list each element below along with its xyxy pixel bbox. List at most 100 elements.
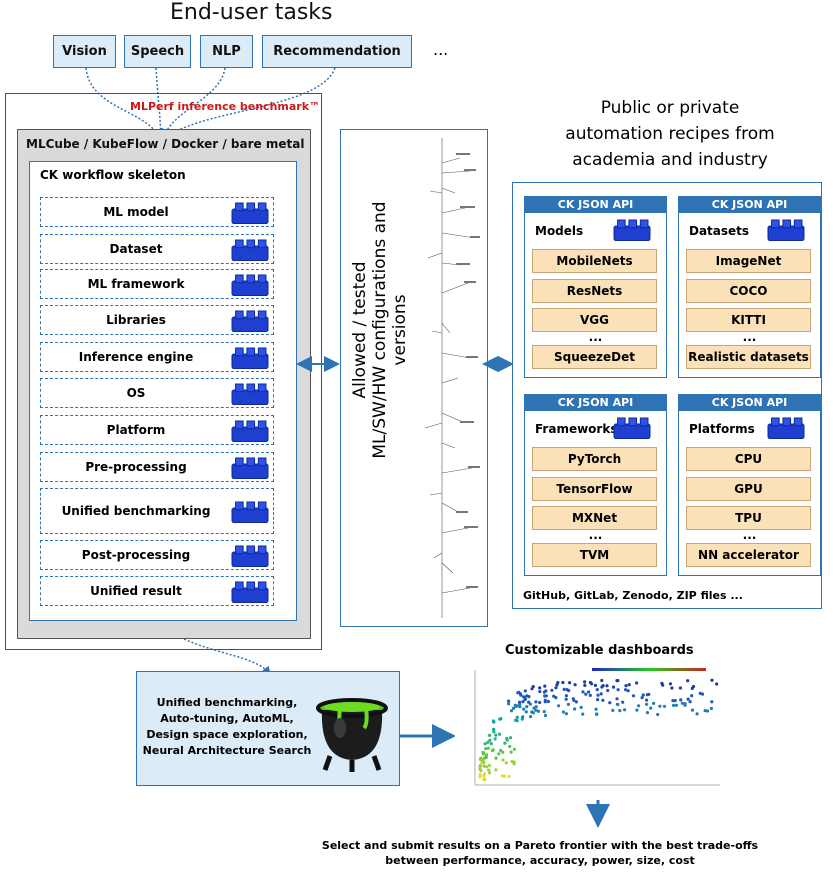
scatter-point <box>703 709 707 713</box>
optimization-line3: Design space exploration, <box>146 728 308 741</box>
workflow-step-label: Libraries <box>106 313 166 327</box>
scatter-point <box>546 699 550 704</box>
scatter-point <box>523 689 527 693</box>
api-item: MobileNets <box>532 249 657 273</box>
scatter-point <box>656 712 660 717</box>
scatter-point <box>538 690 542 694</box>
scatter-point <box>479 763 483 767</box>
mlperf-label: MLPerf inference benchmark™ <box>130 100 321 113</box>
scatter-point <box>543 700 547 704</box>
api-item: NN accelerator <box>686 543 811 567</box>
scatter-point <box>678 686 682 690</box>
scatter-point <box>691 684 696 689</box>
scatter-point <box>606 688 610 693</box>
scatter-point <box>494 768 498 772</box>
scatter-point <box>566 702 570 706</box>
scatter-point <box>621 700 625 704</box>
scatter-point <box>538 700 542 705</box>
scatter-point <box>507 702 511 706</box>
api-title: Models <box>535 224 584 238</box>
api-item: KITTI <box>686 308 811 332</box>
scatter-point <box>501 758 505 762</box>
api-item: MXNet <box>532 506 657 530</box>
scatter-point <box>616 688 620 692</box>
scatter-point <box>488 771 492 775</box>
workflow-step-label: Unified benchmarking <box>61 504 211 518</box>
workflow-step: Unified benchmarking <box>40 488 274 534</box>
scatter-point <box>611 708 615 712</box>
scatter-point <box>509 750 513 754</box>
scatter-point <box>668 682 673 686</box>
task-vision: Vision <box>53 35 116 68</box>
api-item: SqueezeDet <box>532 345 657 369</box>
scatter-point <box>487 763 491 768</box>
scatter-point <box>608 701 612 705</box>
scatter-point <box>517 690 521 694</box>
scatter-point <box>501 750 505 754</box>
scatter-point <box>538 686 542 690</box>
scatter-point <box>658 704 662 708</box>
workflow-step: OS <box>40 378 274 408</box>
scatter-point <box>484 753 489 757</box>
workflow-step-label: Unified result <box>90 584 182 598</box>
scatter-point <box>686 679 690 683</box>
scatter-point <box>690 708 695 712</box>
scatter-point <box>615 679 619 683</box>
scatter-point <box>534 700 538 704</box>
api-item-ellipsis: ... <box>588 330 603 344</box>
workflow-step: Inference engine <box>40 342 274 372</box>
scatter-point <box>554 696 558 700</box>
scatter-point <box>573 707 577 711</box>
workflow-step-label: Post-processing <box>81 548 191 562</box>
scatter-point <box>561 710 565 714</box>
scatter-point <box>498 732 502 736</box>
configurations-box <box>340 129 488 627</box>
scatter-point <box>512 747 516 751</box>
scatter-point <box>635 708 639 712</box>
api-title: Datasets <box>689 224 750 238</box>
workflow-step-label: Inference engine <box>78 350 194 364</box>
api-title: Platforms <box>689 422 755 436</box>
scatter-point <box>500 774 504 778</box>
scatter-point <box>512 762 516 766</box>
scatter-point <box>618 709 622 713</box>
scatter-point <box>478 767 482 771</box>
scatter-point <box>494 733 498 737</box>
workflow-step: Libraries <box>40 305 274 335</box>
scatter-point <box>556 681 560 685</box>
scatter-point <box>478 773 482 777</box>
workflow-step: Platform <box>40 415 274 445</box>
scatter-point <box>534 708 538 712</box>
pareto-scatter-plot <box>455 660 730 795</box>
scatter-point <box>631 694 636 698</box>
cauldron-icon <box>316 698 388 772</box>
api-header: CK JSON API <box>525 395 666 411</box>
scatter-point <box>484 765 489 769</box>
scatter-point <box>536 709 540 713</box>
scatter-point <box>583 683 587 687</box>
scatter-point <box>499 717 503 721</box>
recipes-title-line1: Public or private <box>600 98 740 118</box>
scatter-point <box>652 701 656 705</box>
scatter-point <box>624 684 628 688</box>
scatter-point <box>623 708 627 712</box>
optimization-line4: Neural Architecture Search <box>142 744 312 757</box>
scatter-point <box>626 689 630 693</box>
skeleton-title: CK workflow skeleton <box>40 168 186 182</box>
workflow-step-label: Pre-processing <box>85 460 187 474</box>
scatter-point <box>504 761 508 765</box>
api-item: PyTorch <box>532 447 657 471</box>
brick-icon <box>231 383 269 405</box>
scatter-point <box>554 686 558 690</box>
scatter-point <box>645 693 649 697</box>
workflow-step-label: OS <box>126 386 146 400</box>
scatter-point <box>670 686 674 690</box>
bottom-caption: Select and submit results on a Pareto fr… <box>300 838 780 868</box>
scatter-point <box>683 703 687 707</box>
scatter-point <box>486 746 490 750</box>
scatter-point <box>490 749 494 753</box>
scatter-point <box>488 738 492 742</box>
